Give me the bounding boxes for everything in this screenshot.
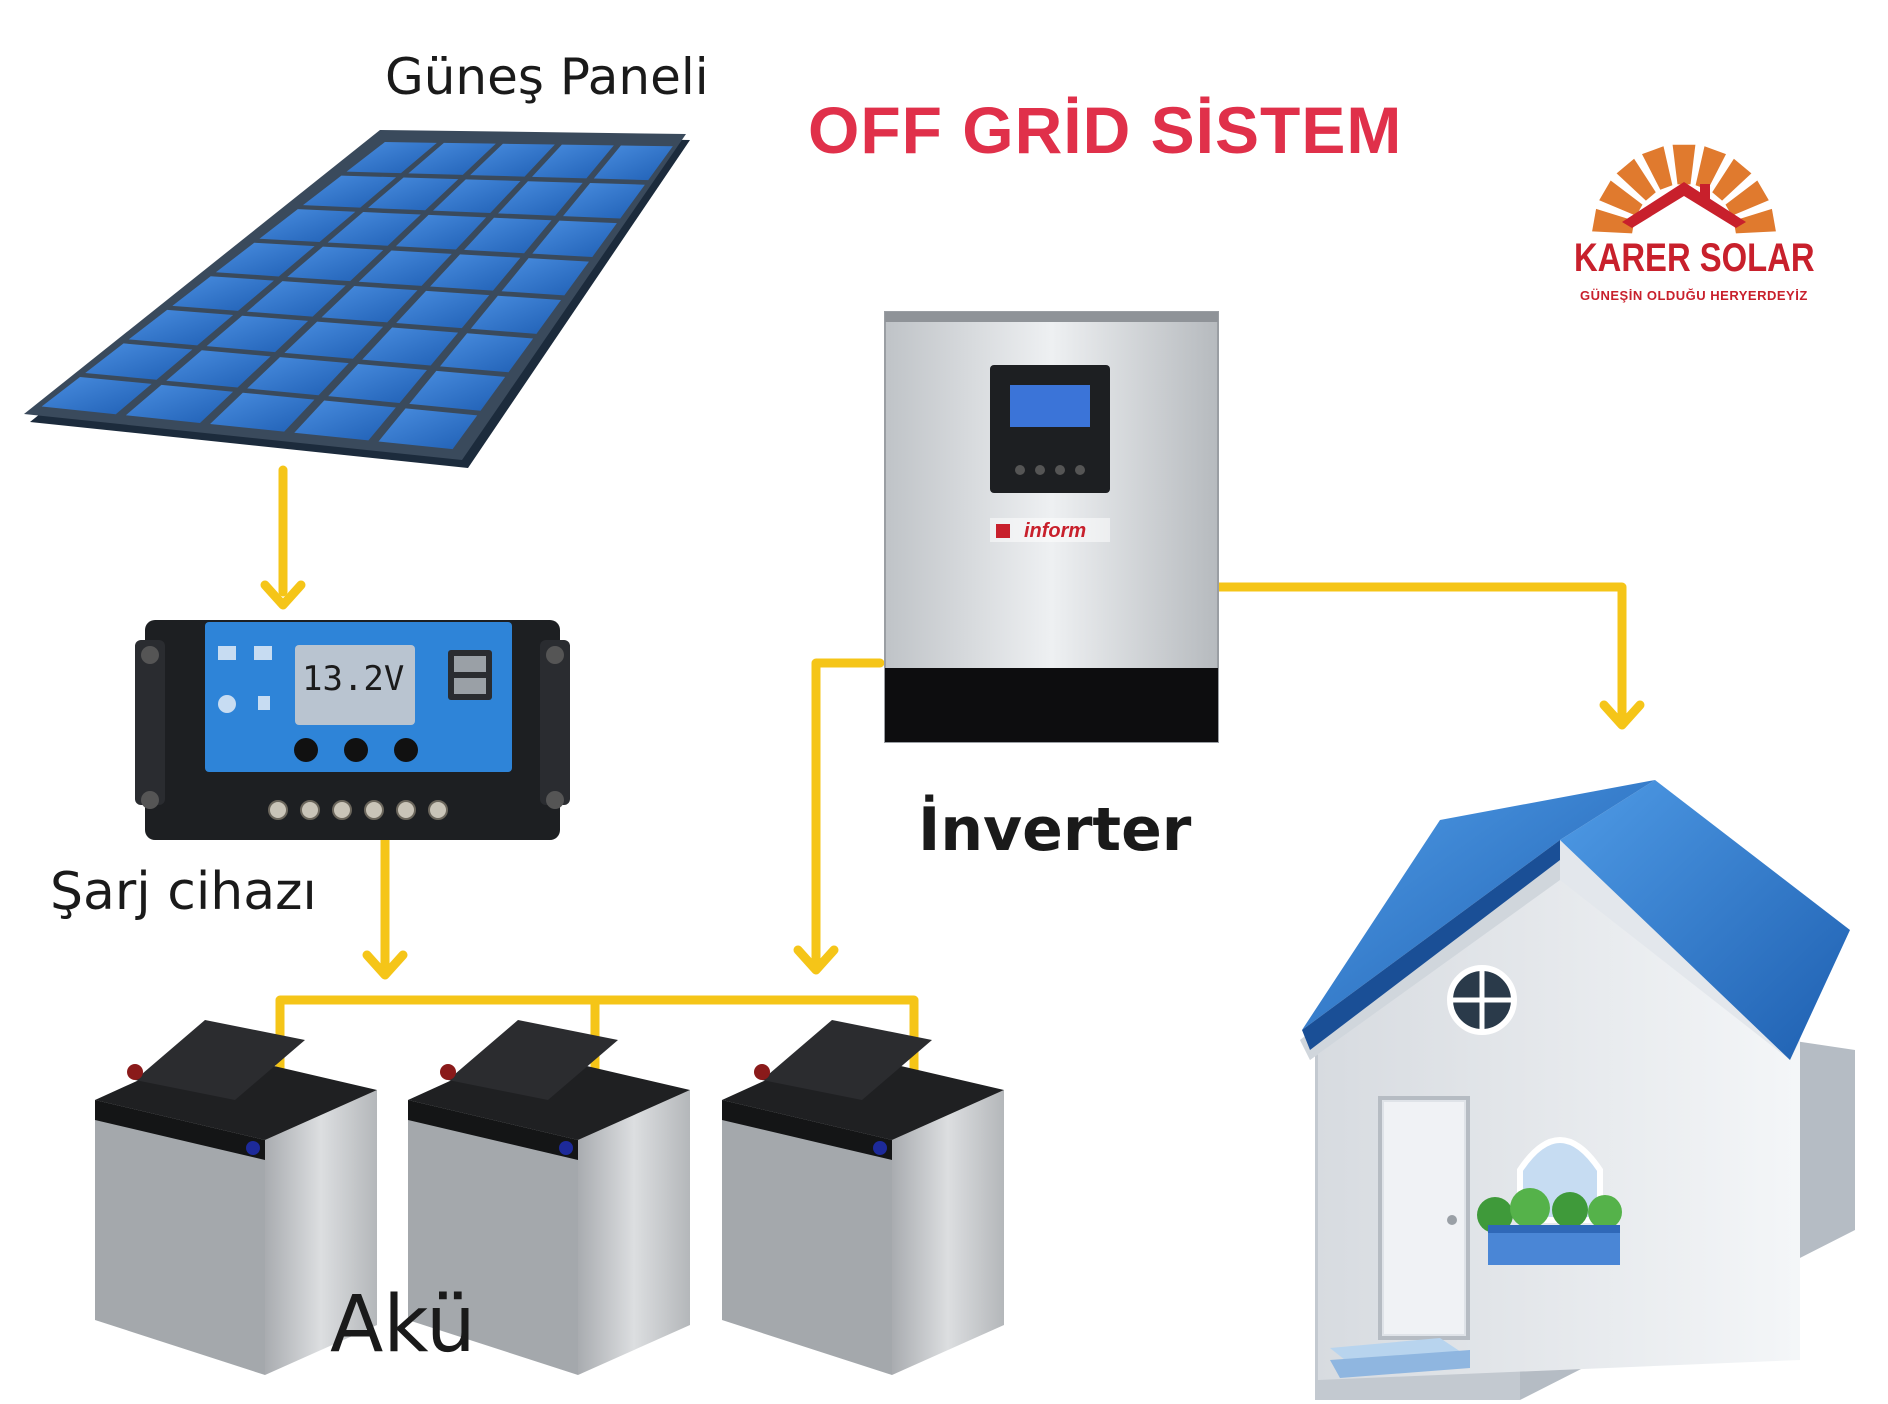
inverter-brand: inform	[1024, 520, 1086, 542]
panel-cell	[430, 254, 521, 291]
panel-cell	[368, 177, 459, 211]
panel-cell	[408, 142, 496, 175]
battery-bank	[95, 1020, 1004, 1375]
brand-logo	[1592, 144, 1776, 234]
house	[1300, 780, 1855, 1400]
panel-cell	[470, 143, 555, 177]
battery-positive-terminal	[754, 1064, 770, 1080]
charge-controller: 13.2V	[135, 620, 570, 840]
battery-negative-terminal	[559, 1141, 573, 1155]
controller-button-1	[294, 738, 318, 762]
wire-inverter-to-house	[1213, 582, 1627, 723]
brand-ray	[1642, 146, 1673, 190]
wire-arrows	[260, 580, 1645, 980]
brand-name: KARER SOLAR	[1574, 236, 1815, 280]
panel-cell	[303, 175, 397, 208]
battery-positive-terminal	[440, 1064, 456, 1080]
panel-cell	[563, 183, 645, 219]
panel-cell	[378, 408, 478, 450]
panel-cell	[259, 209, 356, 243]
panel-cell	[464, 217, 552, 254]
controller-display: 13.2V	[302, 659, 404, 699]
solar-panel-label: Güneş Paneli	[385, 48, 709, 106]
panel-cell	[498, 181, 583, 216]
panel-cell	[593, 145, 673, 181]
panel-cell	[215, 242, 315, 277]
panel-cell	[358, 250, 452, 286]
arrow-down-house	[1599, 700, 1645, 730]
brand-ray	[1695, 146, 1726, 190]
panel-cell	[395, 214, 487, 250]
brand-house-roof	[1622, 182, 1746, 228]
panel-cell	[396, 290, 490, 329]
panel-cell	[287, 246, 384, 282]
arrow-down-battery	[362, 950, 408, 980]
battery	[408, 1020, 690, 1375]
battery-positive-terminal	[127, 1064, 143, 1080]
panel-cell	[327, 212, 421, 246]
panel-cell	[41, 376, 152, 415]
panel-cell	[532, 220, 617, 257]
brand-ray	[1712, 158, 1752, 201]
panel-cell	[440, 333, 534, 373]
controller-terminals	[268, 800, 448, 820]
controller-button-2	[344, 738, 368, 762]
brand-ray	[1616, 158, 1656, 201]
panel-cell	[321, 286, 418, 323]
panel-cell	[532, 144, 614, 179]
brand-ray	[1733, 208, 1776, 234]
panel-cell	[246, 281, 346, 317]
panel-cell	[125, 384, 234, 423]
panel-cell	[328, 364, 427, 403]
panel-cell	[172, 276, 274, 311]
panel-cell	[346, 142, 437, 174]
panel-cell	[85, 343, 193, 380]
inverter: inform	[884, 311, 1219, 743]
brand-ray	[1592, 208, 1635, 234]
panel-cell	[247, 357, 349, 396]
panel-cell	[470, 295, 562, 334]
panel-cell	[284, 321, 384, 359]
battery	[722, 1020, 1004, 1375]
controller-button-3	[394, 738, 418, 762]
brand-ray	[1672, 144, 1696, 185]
panel-cell	[166, 350, 271, 388]
panel-cell	[409, 370, 506, 411]
battery-negative-terminal	[246, 1141, 260, 1155]
inverter-label: İnverter	[918, 795, 1192, 865]
arrow-down-battery-inverter	[793, 945, 839, 975]
panel-cell	[128, 309, 234, 346]
solar-panel	[24, 130, 690, 468]
brand-ray	[1599, 180, 1643, 216]
wire-inverter-to-battery	[811, 658, 885, 965]
page-title: OFF GRİD SİSTEM	[808, 93, 1403, 167]
panel-cell	[206, 315, 309, 353]
brand-sunrays	[1592, 144, 1776, 234]
brand-tagline: GÜNEŞİN OLDUĞU HERYERDEYİZ	[1580, 288, 1808, 303]
charge-controller-label: Şarj cihazı	[50, 862, 317, 922]
panel-cell	[362, 327, 459, 366]
panel-cell	[294, 400, 396, 441]
battery-label: Akü	[330, 1280, 476, 1370]
panel-cells	[41, 142, 673, 450]
arrow-down-charger	[260, 580, 306, 610]
house-flower-box	[1477, 1188, 1622, 1265]
panel-cell	[433, 179, 521, 214]
battery-negative-terminal	[873, 1141, 887, 1155]
brand-ray	[1725, 180, 1769, 216]
panel-cell	[501, 258, 589, 296]
panel-cell	[210, 392, 315, 432]
battery	[95, 1020, 377, 1375]
